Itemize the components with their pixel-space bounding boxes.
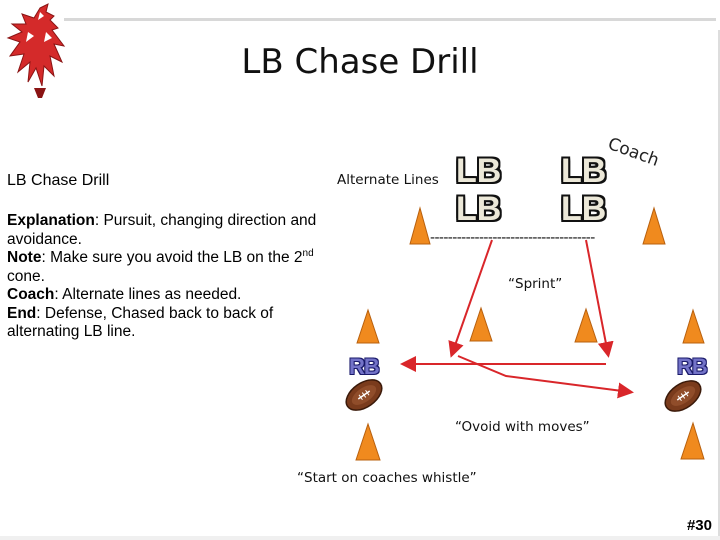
avoid-label: “Ovoid with moves” bbox=[455, 419, 590, 435]
lb-marker-3: LB bbox=[561, 154, 606, 188]
cone-bottom-right bbox=[681, 423, 704, 459]
start-whistle-label: “Start on coaches whistle” bbox=[297, 470, 477, 486]
cone-top-left bbox=[410, 208, 430, 244]
rb-marker-left: RB bbox=[349, 354, 379, 380]
football-left-icon bbox=[341, 374, 388, 417]
alternate-lines-label: Alternate Lines bbox=[337, 172, 439, 188]
route-arrow-weave bbox=[458, 356, 630, 392]
cone-mid-1 bbox=[470, 308, 492, 341]
cone-right-1 bbox=[683, 310, 704, 343]
bottom-rule bbox=[0, 536, 720, 540]
football-right-icon bbox=[660, 375, 707, 418]
slide-number: #30 bbox=[687, 517, 712, 534]
lb-marker-1: LB bbox=[456, 154, 501, 188]
lb-marker-4: LB bbox=[561, 192, 606, 226]
cone-top-right bbox=[643, 208, 665, 244]
start-line-dashes: ------------------------------------- bbox=[430, 230, 595, 246]
cone-bottom-left bbox=[356, 424, 380, 460]
cone-mid-2 bbox=[575, 309, 597, 342]
lb-marker-2: LB bbox=[456, 192, 501, 226]
cone-left-1 bbox=[357, 310, 379, 343]
sprint-label: “Sprint” bbox=[508, 276, 562, 292]
rb-marker-right: RB bbox=[677, 354, 707, 380]
